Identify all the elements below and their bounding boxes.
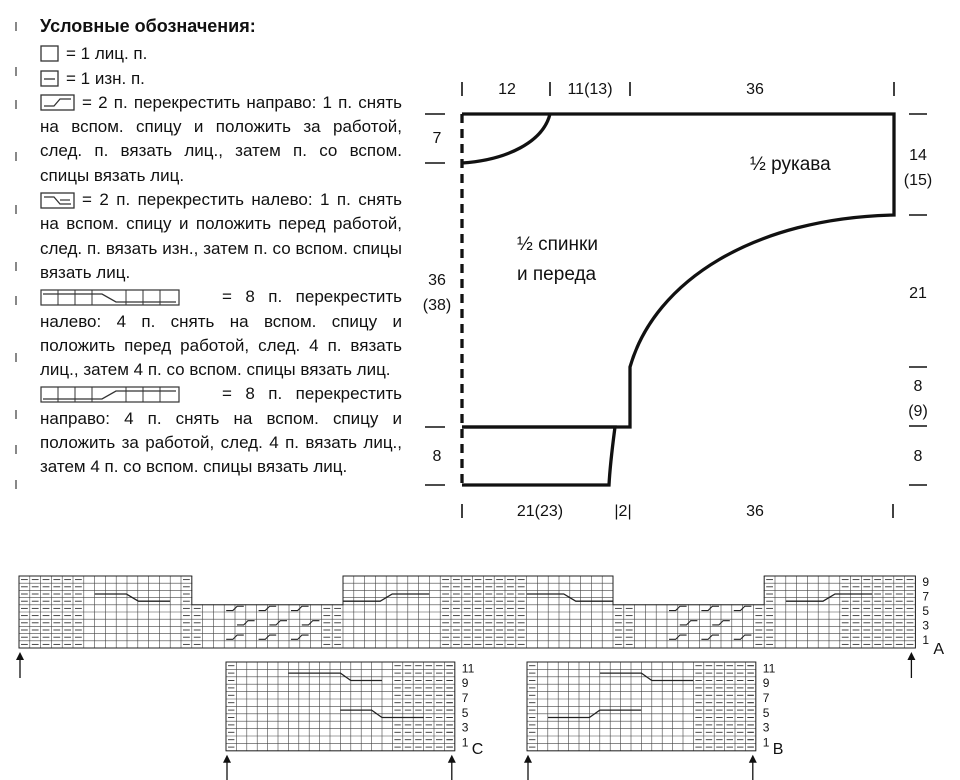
row-number: 7 [763, 691, 770, 705]
pattern-diagram: 12 11(13) 36 21(23) |2| 36 7 36 (38) 8 1… [423, 81, 932, 520]
cross-8-left-icon [40, 289, 180, 306]
row-number: 9 [922, 575, 929, 589]
row-number: 1 [462, 735, 469, 749]
row-number: 7 [922, 590, 929, 604]
chart-letter-a: A [933, 641, 944, 658]
dim-right-3: 21 [909, 285, 927, 302]
chart-c [223, 661, 456, 780]
dim-right-6: 8 [914, 448, 923, 465]
dim-top-3: 36 [746, 81, 764, 98]
dim-right-5: (9) [908, 403, 928, 420]
row-number: 3 [462, 721, 469, 735]
cross-2-left-icon [40, 191, 75, 209]
dim-left-1: 7 [433, 130, 442, 147]
row-number: 1 [922, 633, 929, 647]
row-number: 11 [763, 661, 776, 675]
legend-title: Условные обозначения: [40, 16, 256, 36]
row-number: 5 [763, 706, 770, 720]
row-number: 7 [462, 691, 469, 705]
row-number: 5 [922, 604, 929, 618]
legend-text: = 1 изн. п. [66, 68, 145, 88]
label-body-2: и переда [517, 264, 597, 285]
legend-text: = 2 п. перекрестить налево: 1 п. снять н… [40, 190, 402, 282]
purl-stitch-icon [40, 70, 59, 87]
legend-item-cross8-left: = 8 п. перекрестить налево: 4 п. снять н… [40, 285, 402, 382]
legend-text: = 1 лиц. п. [66, 44, 148, 64]
row-number: 3 [763, 721, 770, 735]
chart-a [16, 560, 916, 678]
row-number: 9 [763, 676, 770, 690]
chart-letter-b: B [773, 741, 784, 758]
legend-item-knit: = 1 лиц. п. [40, 42, 402, 66]
dim-bottom-2: |2| [614, 503, 631, 520]
row-number: 3 [922, 618, 929, 632]
legend-text: = 2 п. перекрестить направо: 1 п. снять … [40, 92, 402, 185]
label-body-1: ½ спинки [517, 234, 598, 255]
dim-bottom-3: 36 [746, 503, 764, 520]
row-number: 1 [763, 735, 770, 749]
row-number: 9 [462, 676, 469, 690]
cross-2-right-icon [40, 94, 75, 112]
dim-top-2: 11(13) [567, 81, 612, 98]
dim-right-2: (15) [904, 172, 932, 189]
legend-text: = 8 п. перекрестить налево: 4 п. снять н… [40, 287, 402, 380]
cross-8-right-icon [40, 386, 180, 403]
legend-text: = 8 п. перекрестить направо: 4 п. снять … [40, 384, 402, 477]
chart-b [524, 661, 757, 780]
dim-right-4: 8 [914, 378, 923, 395]
legend-item-cross2-left: = 2 п. перекрестить налево: 1 п. снять н… [40, 188, 402, 285]
legend-item-cross8-right: = 8 п. перекрестить направо: 4 п. снять … [40, 382, 402, 479]
dim-left-4: 8 [433, 448, 442, 465]
row-number: 11 [462, 661, 475, 675]
chart-letter-c: C [472, 741, 484, 758]
row-number: 5 [462, 706, 469, 720]
legend-item-cross2-right: = 2 п. перекрестить направо: 1 п. снять … [40, 91, 402, 188]
knit-stitch-icon [40, 45, 59, 63]
legend: Условные обозначения: = 1 лиц. п. = 1 из… [40, 14, 402, 480]
dim-top-1: 12 [498, 81, 516, 98]
dim-left-2: 36 [428, 272, 446, 289]
legend-item-purl: = 1 изн. п. [40, 67, 402, 91]
label-sleeve: ½ рукава [750, 154, 831, 175]
dim-bottom-1: 21(23) [517, 503, 563, 520]
dim-left-3: (38) [423, 297, 451, 314]
dim-right-1: 14 [909, 147, 927, 164]
